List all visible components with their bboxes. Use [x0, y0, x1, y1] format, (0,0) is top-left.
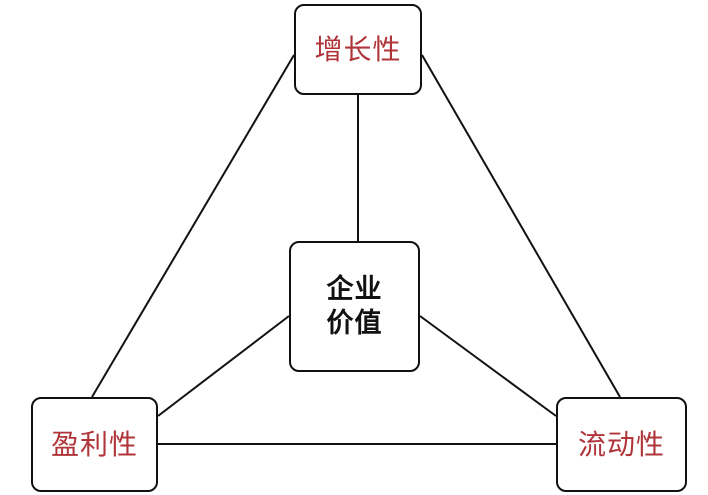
node-profitability: 盈利性 — [31, 397, 158, 492]
node-liquidity-label: 流动性 — [577, 428, 665, 461]
node-growth-label: 增长性 — [314, 33, 402, 66]
edge-center-left — [157, 315, 290, 417]
node-enterprise-value-line1: 企业 — [326, 273, 383, 305]
node-liquidity: 流动性 — [556, 397, 687, 492]
edge-center-right — [419, 315, 557, 417]
node-profitability-label: 盈利性 — [50, 428, 138, 461]
edge-top-left — [91, 54, 295, 398]
node-enterprise-value-label: 企业 价值 — [327, 273, 383, 341]
node-enterprise-value-line2: 价值 — [326, 307, 383, 339]
node-growth: 增长性 — [294, 4, 422, 95]
node-enterprise-value: 企业 价值 — [289, 241, 420, 372]
edge-top-right — [421, 54, 621, 398]
